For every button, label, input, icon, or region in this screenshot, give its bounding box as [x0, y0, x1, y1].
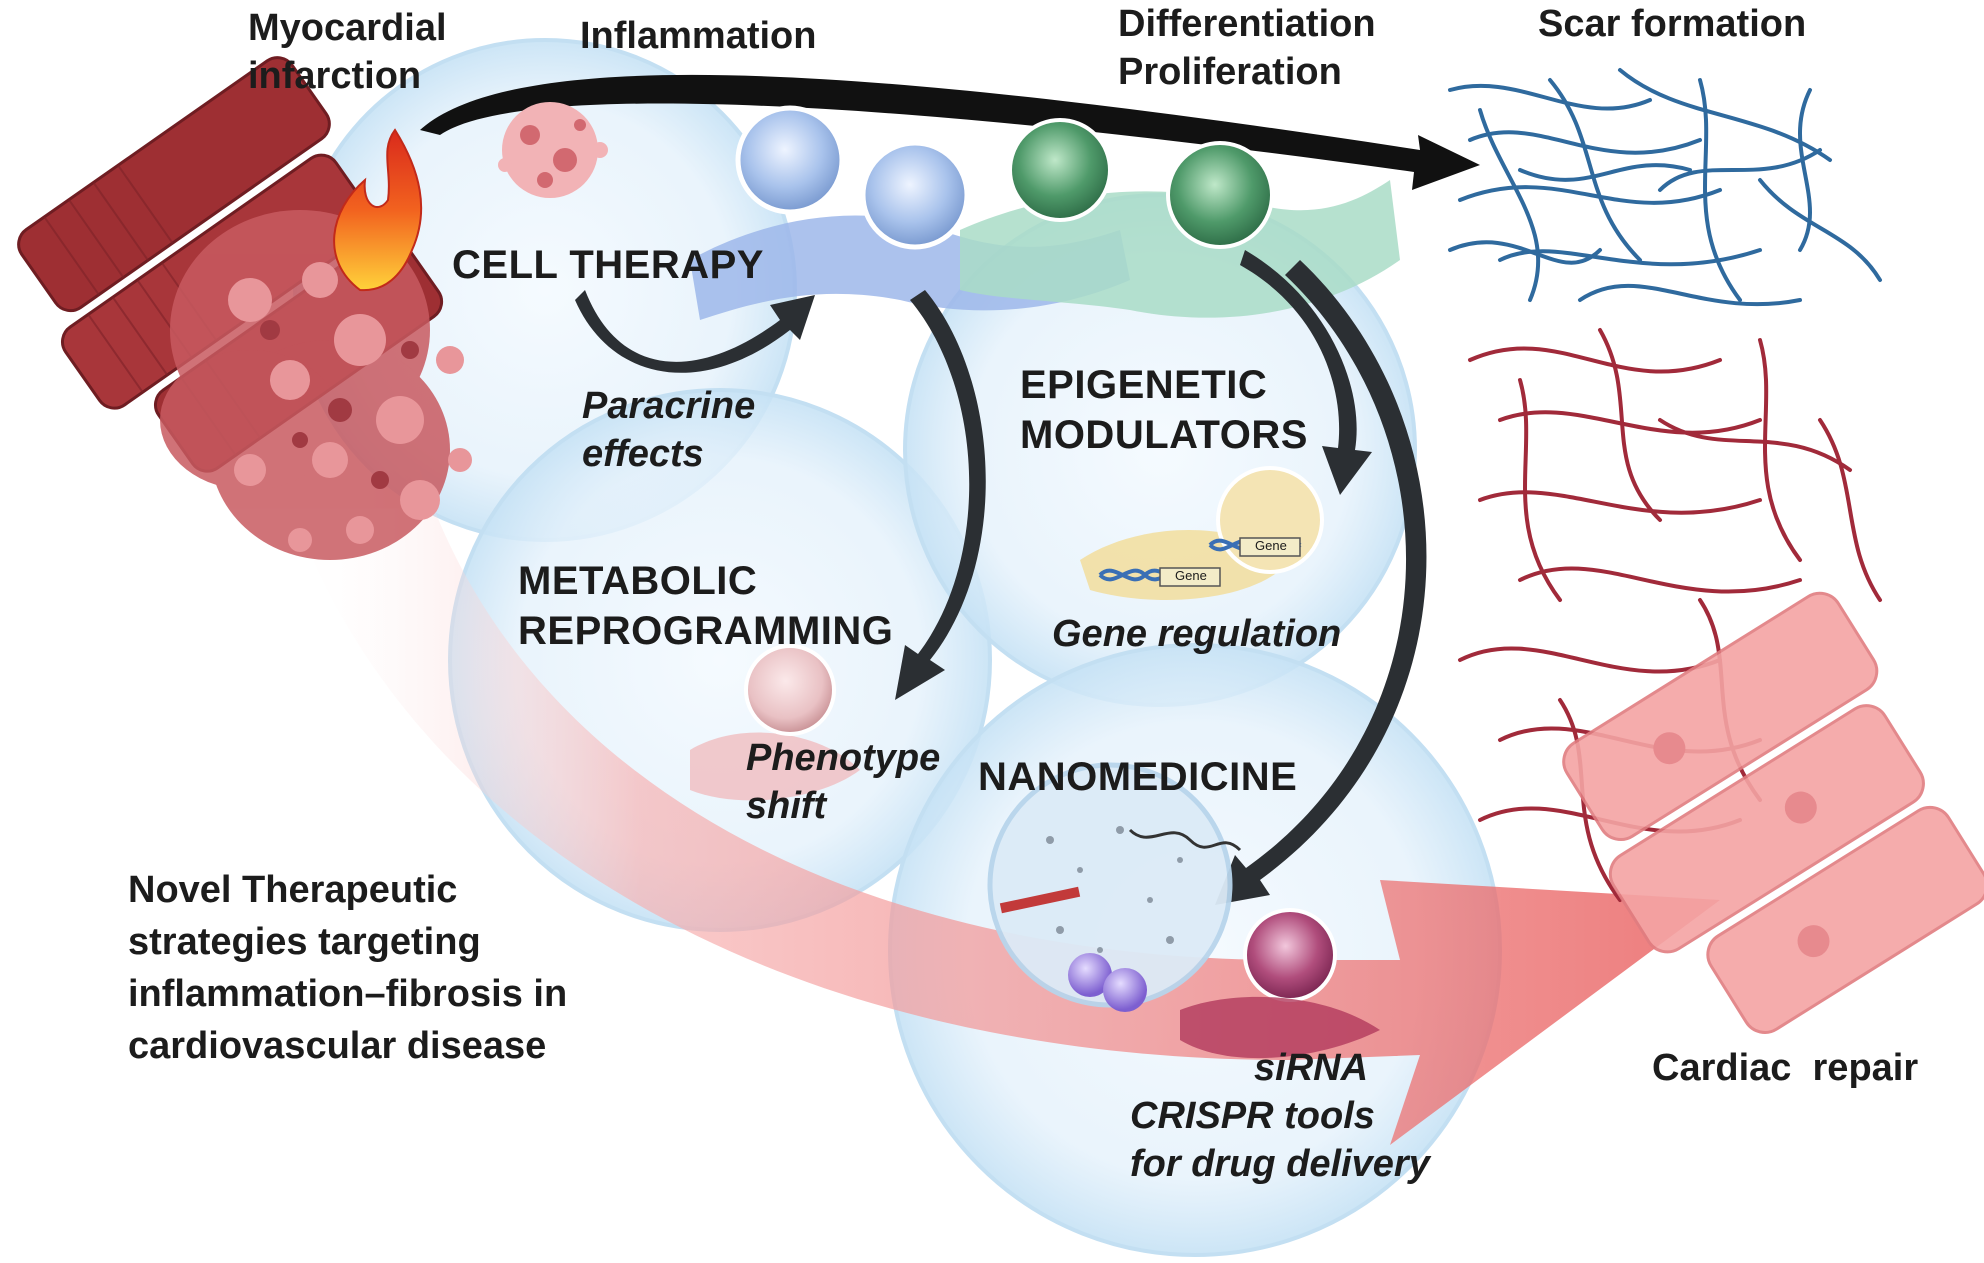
title-cell-therapy: CELL THERAPY: [452, 243, 764, 287]
effect-gene-regulation: Gene regulation: [1052, 613, 1342, 655]
label-myocardial-infarction: Myocardial infarction: [248, 7, 447, 97]
gene-label-1: Gene: [1255, 538, 1287, 553]
title-epigenetic-modulators: EPIGENETIC MODULATORS: [1020, 363, 1308, 457]
label-scar-formation: Scar formation: [1538, 3, 1807, 45]
gene-regulation-graphic: [1080, 466, 1324, 600]
gene-label-2: Gene: [1175, 568, 1207, 583]
flame-icon: [333, 128, 423, 292]
effect-sirna-crispr: siRNA CRISPR tools for drug delivery: [1130, 1047, 1430, 1185]
epigenetic-arrow: [1240, 250, 1372, 495]
reprogrammed-macrophage: [690, 644, 860, 801]
label-differentiation-proliferation: Differentiation Proliferation: [1118, 3, 1376, 93]
paracrine-arrow: [575, 290, 815, 373]
effect-phenotype-shift: Phenotype shift: [746, 737, 941, 827]
summary-text: Novel Therapeutic strategies targeting i…: [128, 869, 568, 1067]
inflammation-cell: [498, 102, 608, 198]
macrophage-blue-1: [735, 105, 845, 215]
fibroblast-cell-green-2: [1166, 141, 1274, 249]
nanomedicine-arrow: [1215, 260, 1427, 905]
gene-box-1: [1239, 537, 1301, 557]
phenotype-arrow: [895, 290, 986, 700]
myocardium: [17, 56, 472, 560]
title-metabolic-reprogramming: METABOLIC REPROGRAMMING: [518, 559, 894, 653]
repaired-myocardium: [1562, 591, 1984, 1034]
repair-arrow: [280, 470, 1720, 1145]
label-cardiac-repair: Cardiac repair: [1652, 1047, 1919, 1089]
therapy-arrows: [575, 250, 1427, 905]
target-cell: [1243, 908, 1337, 1002]
scar-fibers-blue: [1448, 68, 1882, 307]
label-inflammation: Inflammation: [580, 15, 817, 57]
scar-arrow: [420, 74, 1480, 190]
nanoparticle-graphic: [987, 762, 1380, 1059]
gene-box-2: [1159, 567, 1221, 587]
title-nanomedicine: NANOMEDICINE: [978, 755, 1298, 799]
effect-paracrine: Paracrine effects: [582, 385, 756, 475]
fibroblast-cell-green-1: [1008, 118, 1112, 222]
macrophage-blue-2: [860, 140, 970, 250]
